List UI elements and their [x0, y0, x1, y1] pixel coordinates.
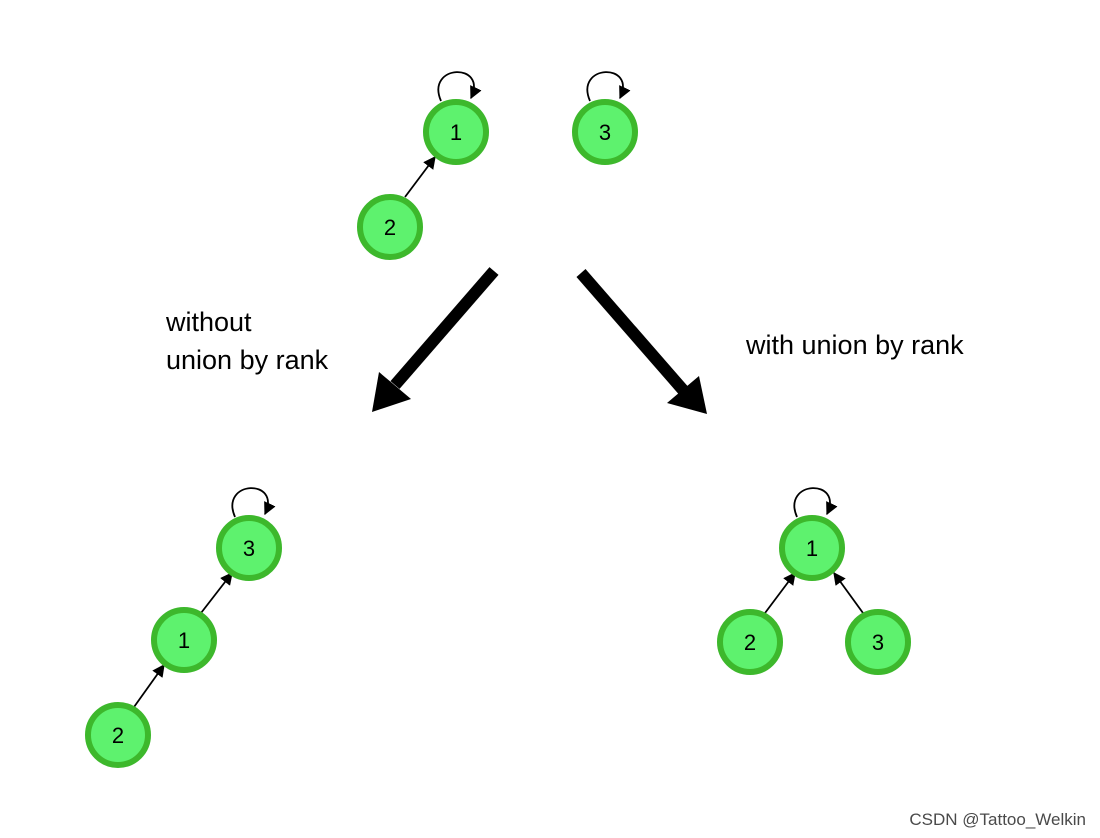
self-loop-1-top — [437, 71, 482, 102]
node-2-left: 2 — [85, 702, 151, 768]
node-2-right: 2 — [717, 609, 783, 675]
edge-3-to-1-right — [833, 571, 864, 614]
edge-2-to-1-left — [133, 663, 165, 708]
node-3-right: 3 — [845, 609, 911, 675]
svg-text:3: 3 — [872, 630, 884, 655]
edge-2-to-1-right — [764, 571, 796, 614]
svg-text:2: 2 — [112, 723, 124, 748]
svg-text:1: 1 — [178, 628, 190, 653]
svg-text:1: 1 — [806, 536, 818, 561]
initial-state: 1 3 2 — [357, 71, 638, 260]
caption-with-rank: with union by rank — [745, 330, 964, 360]
self-loop-3-top — [586, 71, 631, 102]
node-1-right: 1 — [779, 515, 845, 581]
svg-text:3: 3 — [599, 120, 611, 145]
result-without-rank: 3 1 2 — [85, 487, 282, 768]
edge-2-to-1-top — [404, 155, 436, 198]
svg-text:2: 2 — [744, 630, 756, 655]
watermark-text: CSDN @Tattoo_Welkin — [909, 810, 1086, 829]
svg-text:3: 3 — [243, 536, 255, 561]
svg-text:2: 2 — [384, 215, 396, 240]
arrow-left-without-rank — [372, 267, 499, 412]
arrow-right-with-rank — [576, 269, 707, 414]
node-1-left: 1 — [151, 607, 217, 673]
node-1-top: 1 — [423, 99, 489, 165]
node-3-top: 3 — [572, 99, 638, 165]
caption-without-rank-line2: union by rank — [166, 345, 329, 375]
node-3-left: 3 — [216, 515, 282, 581]
self-loop-1-right — [793, 487, 838, 518]
caption-without-rank-line1: without — [165, 307, 252, 337]
self-loop-3-left — [231, 487, 276, 518]
svg-text:1: 1 — [450, 120, 462, 145]
edge-1-to-3-left — [200, 572, 233, 614]
node-2-top: 2 — [357, 194, 423, 260]
result-with-rank: 1 2 3 — [717, 487, 911, 675]
